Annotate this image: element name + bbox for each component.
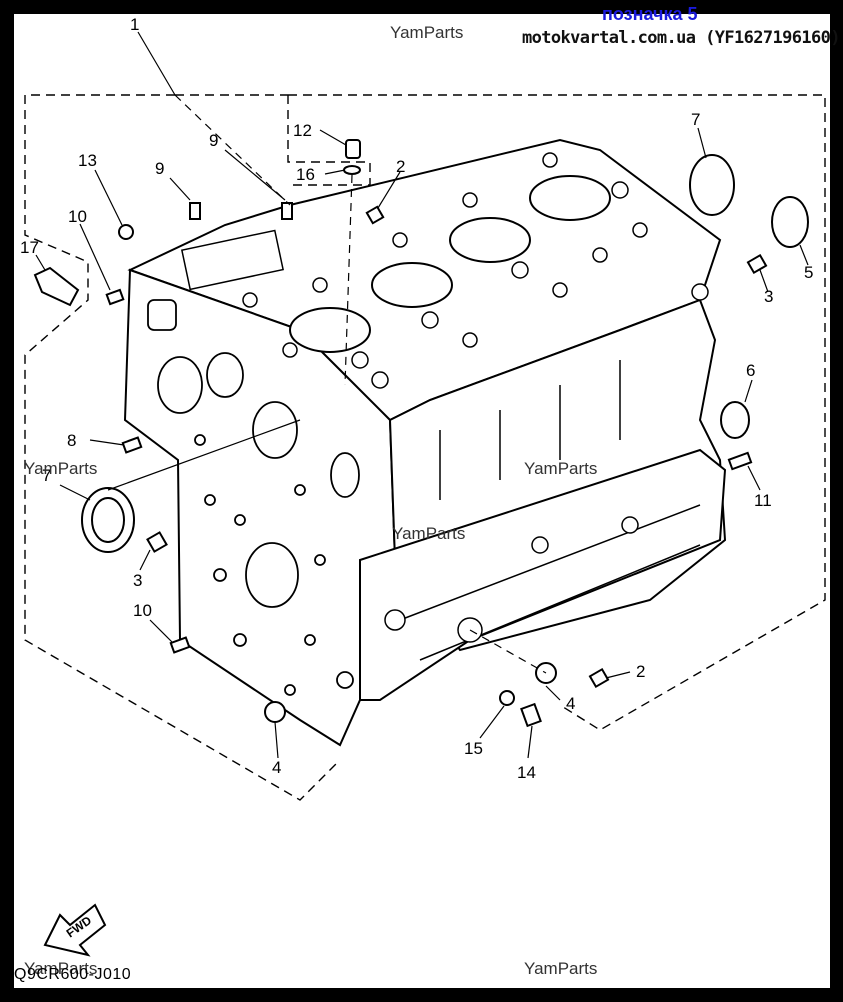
callout-2b: 2 <box>636 662 645 681</box>
watermark: YamParts <box>390 23 463 42</box>
callout-11: 11 <box>754 491 772 510</box>
callout-15: 15 <box>464 739 483 758</box>
callout-7b: 7 <box>42 466 51 485</box>
watermark: YamParts <box>524 459 597 478</box>
callout-8: 8 <box>67 431 76 450</box>
watermark: YamParts <box>524 959 597 978</box>
callout-14: 14 <box>517 763 536 782</box>
callout-3: 3 <box>764 287 773 306</box>
watermark: YamParts <box>24 459 97 478</box>
front-face-features <box>147 299 360 696</box>
callout-9b: 9 <box>155 159 164 178</box>
assembly-boundary <box>24 94 826 801</box>
callout-12: 12 <box>293 121 312 140</box>
fwd-arrow-icon: FWD <box>43 903 107 957</box>
callout-13: 13 <box>78 151 97 170</box>
leader-lines <box>35 31 809 759</box>
callout-2: 2 <box>396 157 405 176</box>
watermark: YamParts <box>24 959 97 978</box>
callout-9: 9 <box>209 131 218 150</box>
callout-17: 17 <box>20 238 39 257</box>
cylinder-bores <box>289 175 611 353</box>
callout-labels: 1 2 2 3 3 4 4 5 6 7 7 8 9 9 10 10 11 12 … <box>20 15 813 782</box>
callout-1: 1 <box>130 15 139 34</box>
diagram-code: Q9CR600-J010 <box>14 966 132 983</box>
deck-holes <box>180 152 648 389</box>
loose-parts <box>33 139 809 728</box>
callout-10: 10 <box>68 207 87 226</box>
header-badge: позначка 5 <box>602 4 698 24</box>
callout-4: 4 <box>566 694 575 713</box>
watermarks: YamParts YamParts YamParts YamParts YamP… <box>24 23 597 978</box>
side-details <box>384 283 709 661</box>
watermark: YamParts <box>392 524 465 543</box>
callout-4b: 4 <box>272 758 281 777</box>
callout-6: 6 <box>746 361 755 380</box>
callout-7: 7 <box>691 110 700 129</box>
callout-5: 5 <box>804 263 813 282</box>
header-site: motokvartal.com.ua (YF1627196160) <box>522 28 841 48</box>
callout-10b: 10 <box>133 601 152 620</box>
callout-3b: 3 <box>133 571 142 590</box>
callout-16: 16 <box>296 165 315 184</box>
